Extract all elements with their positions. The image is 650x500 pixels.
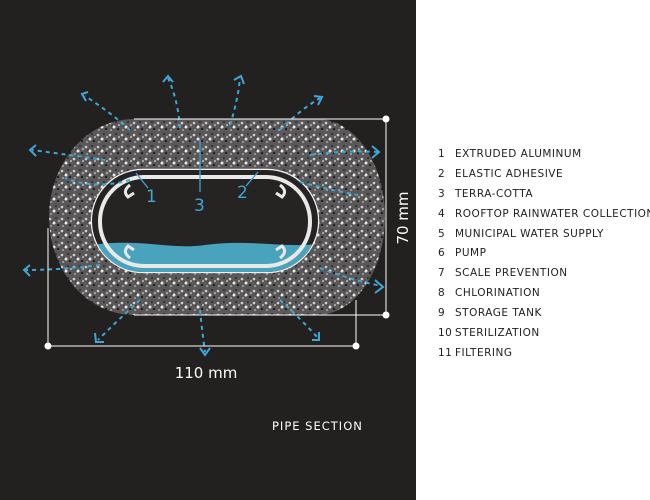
legend-label: TERRA-COTTA (455, 187, 534, 200)
width-dimension-label: 110 mm (175, 364, 238, 382)
legend-item: 3 TERRA-COTTA (438, 184, 650, 204)
inner-cavity (92, 170, 318, 272)
legend-item: 9 STORAGE TANK (438, 303, 650, 323)
legend-label: STORAGE TANK (455, 307, 542, 320)
legend-number: 10 (438, 326, 453, 339)
aluminum-clips (123, 183, 287, 260)
legend-label: PUMP (455, 247, 487, 260)
legend-number: 4 (438, 207, 446, 220)
legend-item: 4 ROOFTOP RAINWATER COLLECTION (438, 204, 650, 224)
legend-label: ELASTIC ADHESIVE (455, 167, 564, 180)
legend-label: SCALE PREVENTION (455, 267, 568, 280)
legend-number: 1 (438, 147, 446, 160)
legend-number: 2 (438, 167, 446, 180)
callout-2: 2 (237, 183, 248, 203)
terra-cotta-shell (49, 119, 385, 315)
legend-label: ROOFTOP RAINWATER COLLECTION (455, 207, 650, 220)
dimension-lines (44, 115, 390, 350)
legend-panel (416, 0, 650, 500)
legend-label: CHLORINATION (455, 287, 541, 300)
legend-label: MUNICIPAL WATER SUPPLY (455, 227, 604, 240)
legend-number: 5 (438, 227, 446, 240)
legend-item: 1 EXTRUDED ALUMINUM (438, 144, 650, 164)
legend-number: 7 (438, 267, 446, 280)
legend-item: 2 ELASTIC ADHESIVE (438, 164, 650, 184)
arrowheads (22, 74, 385, 357)
height-dimension-label: 70 mm (394, 191, 412, 244)
legend-item: 6 PUMP (438, 243, 650, 263)
aluminum-profile (98, 175, 312, 268)
legend-number: 6 (438, 247, 446, 260)
section-title: PIPE SECTION (272, 419, 363, 433)
legend-label: EXTRUDED ALUMINUM (455, 147, 582, 160)
callout-3: 3 (194, 196, 205, 216)
legend-item: 7 SCALE PREVENTION (438, 263, 650, 283)
pipe-section-diagram: 1 3 2 110 mm 70 mm (22, 74, 412, 382)
legend-number: 8 (438, 287, 446, 300)
legend-label: STERILIZATION (455, 326, 540, 339)
legend-number: 11 (438, 346, 453, 359)
callout-leaders (135, 140, 259, 192)
legend-item: 5 MUNICIPAL WATER SUPPLY (438, 224, 650, 244)
callout-1: 1 (146, 187, 157, 207)
legend-number: 9 (438, 307, 446, 320)
legend-label: FILTERING (455, 346, 513, 359)
legend-item: 8 CHLORINATION (438, 283, 650, 303)
legend-list: 1 EXTRUDED ALUMINUM 2 ELASTIC ADHESIVE 3 TERR… (438, 144, 650, 363)
evaporation-arrows (24, 77, 383, 353)
legend-number: 3 (438, 187, 446, 200)
